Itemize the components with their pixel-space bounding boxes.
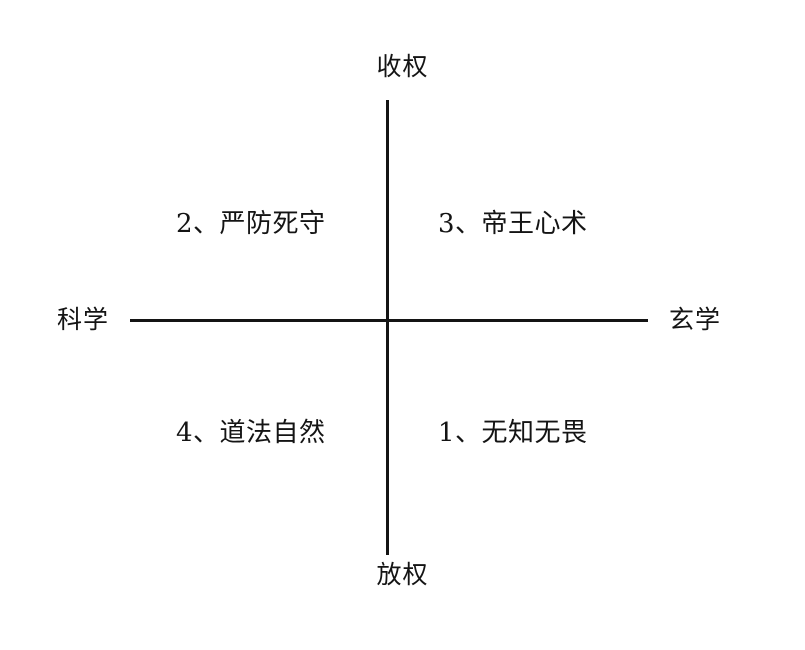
quadrant-label-top-left: 2、严防死守 (176, 209, 326, 239)
axis-label-right: 玄学 (669, 305, 722, 334)
axis-label-left: 科学 (57, 305, 110, 334)
horizontal-axis-line (130, 319, 648, 322)
quadrant-label-top-right: 3、帝王心术 (438, 209, 588, 239)
axis-label-bottom: 放权 (0, 562, 805, 587)
axis-label-bottom-text: 放权 (376, 560, 429, 589)
quadrant-label-bottom-left: 4、道法自然 (176, 418, 326, 448)
axis-label-top-text: 收权 (376, 52, 429, 81)
quadrant-label-bottom-right: 1、无知无畏 (438, 418, 588, 448)
axis-label-top: 收权 (0, 54, 805, 79)
vertical-axis-line (386, 100, 389, 555)
